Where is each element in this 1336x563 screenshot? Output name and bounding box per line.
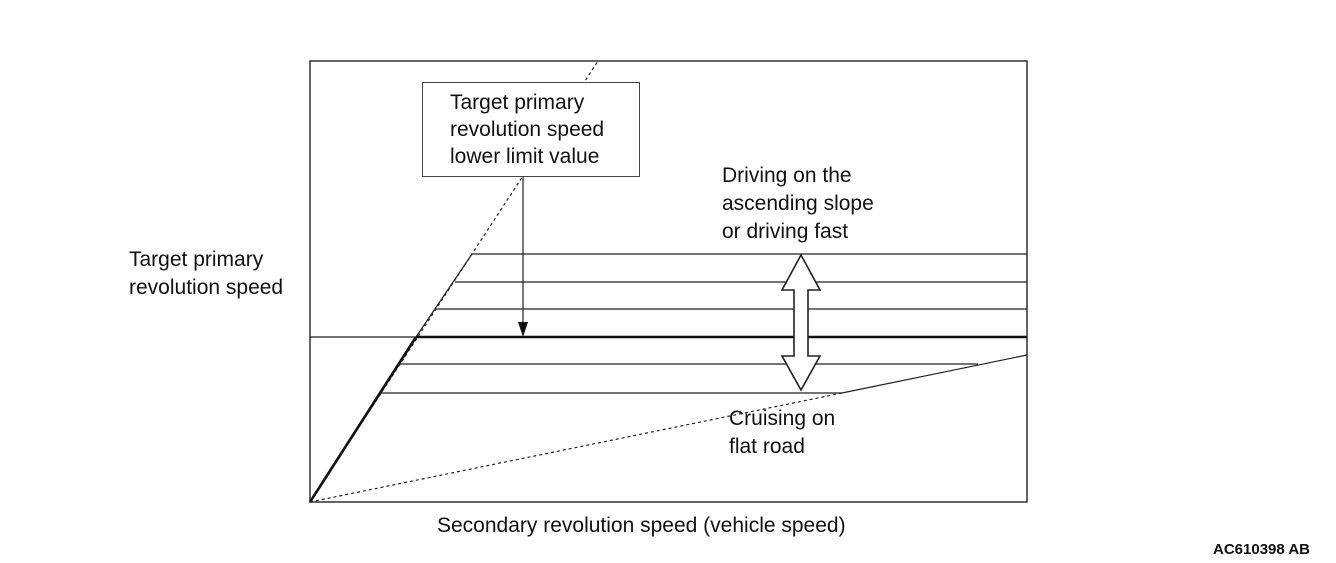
lower-limit-solid-line — [415, 253, 473, 338]
y-axis-label-line-1: Target primary — [129, 248, 264, 271]
lower-condition-label: Cruising on flat road — [729, 405, 835, 461]
callout-line-3: lower limit value — [450, 145, 600, 168]
double-arrow-icon — [780, 253, 822, 392]
upper-condition-line-1: Driving on the — [722, 164, 852, 187]
y-axis-label-line-2: revolution speed — [129, 276, 284, 299]
upper-condition-label: Driving on the ascending slope or drivin… — [722, 162, 874, 246]
x-axis-label: Secondary revolution speed (vehicle spee… — [437, 514, 846, 537]
cruising-dashed-line — [309, 392, 843, 503]
lower-limit-thick-line — [308, 336, 418, 503]
upper-condition-line-3: or driving fast — [722, 220, 849, 243]
cruising-solid-line — [841, 354, 1028, 394]
upper-condition-line-2: ascending slope — [722, 192, 874, 215]
callout-pointer-arrowhead — [518, 322, 528, 337]
lower-limit-callout: Target primary revolution speed lower li… — [422, 82, 640, 177]
callout-line-2: revolution speed — [450, 118, 605, 141]
figure-code: AC610398 AB — [1213, 541, 1310, 558]
y-axis-label: Target primary revolution speed — [129, 246, 283, 302]
lower-condition-line-2: flat road — [729, 435, 805, 458]
lower-condition-line-1: Cruising on — [729, 407, 836, 430]
callout-line-1: Target primary — [450, 91, 585, 114]
